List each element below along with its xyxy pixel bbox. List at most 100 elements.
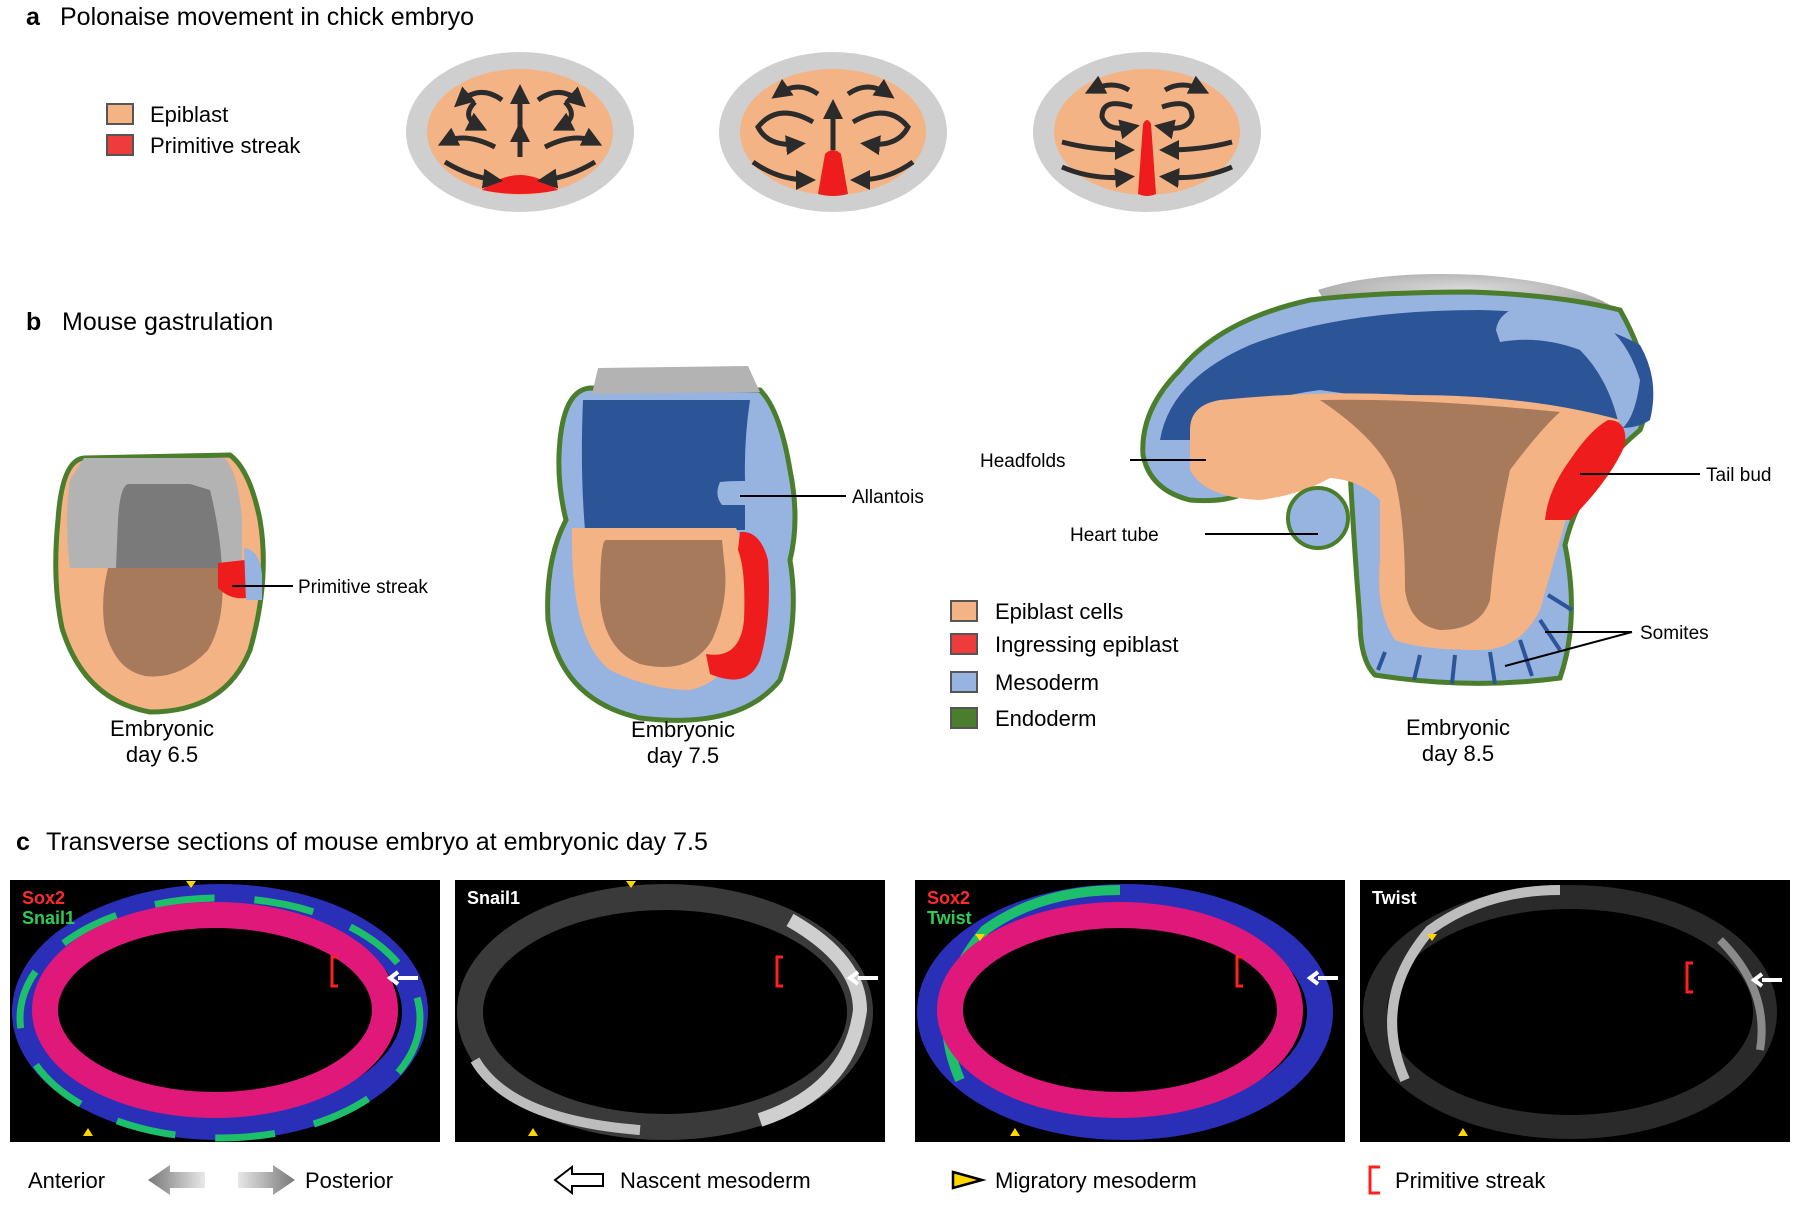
legend-epiblast: Epiblast — [150, 102, 228, 127]
key-nascent-mesoderm: Nascent mesoderm — [620, 1168, 811, 1193]
key-anterior: Anterior — [28, 1168, 105, 1193]
exocoelomic-region — [581, 400, 750, 530]
panel-c-letter: c — [16, 828, 30, 856]
primitive-streak-bracket — [1685, 961, 1693, 994]
label-headfolds: Headfolds — [980, 451, 1066, 472]
epiblast-inner — [103, 568, 223, 677]
image-label-sox2: Sox2 — [927, 888, 970, 908]
sox2-signal — [937, 902, 1303, 1118]
stage-label-line2: day 7.5 — [647, 743, 719, 768]
label-heart-tube: Heart tube — [1070, 525, 1159, 546]
migratory-arrowhead — [1010, 1128, 1020, 1136]
amniotic-space — [1160, 310, 1654, 440]
migratory-arrowhead — [1458, 1128, 1468, 1136]
mesoderm-ring — [917, 884, 1333, 1140]
panel-b-letter: b — [26, 308, 41, 336]
panel-c-key: Anterior Posterior Nascent mesoderm Migr… — [28, 1164, 1546, 1196]
migratory-arrowhead — [186, 881, 196, 888]
legend-swatch-primitive-streak — [106, 134, 134, 156]
nascent-mesoderm-arrow — [1750, 972, 1782, 988]
section-image-sox2-snail1: Sox2 Snail1 — [10, 880, 440, 1142]
legend-swatch-epiblast — [106, 103, 134, 125]
image-label-twist: Twist — [927, 908, 972, 928]
mouse-embryo-e8-5: Headfolds Heart tube Tail bud Somites Em… — [980, 274, 1772, 766]
legend-swatch-mesoderm — [950, 671, 978, 693]
allantois-e8-5 — [1496, 304, 1640, 430]
epiblast-inner — [1320, 399, 1560, 630]
primitive-streak — [1138, 120, 1156, 196]
nascent-mesoderm-arrow — [846, 970, 878, 986]
polonaise-arrows — [751, 78, 915, 190]
panel-a: a Polonaise movement in chick embryo Epi… — [26, 3, 1261, 212]
panel-a-legend: Epiblast Primitive streak — [106, 102, 301, 158]
allantois — [717, 481, 778, 505]
mesoderm-ring — [12, 884, 428, 1140]
twist-signal — [1387, 885, 1561, 1083]
migratory-arrowhead — [626, 881, 636, 888]
snail1-signal — [470, 1057, 641, 1135]
twist-signal — [1717, 937, 1766, 1051]
legend-mesoderm: Mesoderm — [995, 670, 1099, 695]
panel-a-letter: a — [26, 3, 41, 31]
migratory-mesoderm-arrowhead-icon — [951, 1170, 987, 1190]
mouse-embryo-e7-5: Allantois Embryonic day 7.5 — [545, 366, 924, 768]
leader-line — [1504, 631, 1633, 667]
panel-b-legend: Epiblast cells Ingressing epiblast Mesod… — [950, 599, 1178, 731]
chick-embryo-stage-2 — [719, 52, 947, 212]
nascent-mesoderm-arrow — [1306, 970, 1338, 986]
primitive-streak-bracket — [775, 955, 783, 988]
primitive-streak-e7-5 — [706, 531, 769, 680]
legend-swatch-endoderm — [950, 707, 978, 729]
legend-primitive-streak: Primitive streak — [150, 133, 301, 158]
chick-embryo-stage-1 — [406, 52, 634, 212]
panel-b-title: Mouse gastrulation — [62, 308, 273, 336]
legend-endoderm: Endoderm — [995, 706, 1097, 731]
proamniotic-cavity — [116, 484, 222, 568]
primitive-streak-bracket — [330, 955, 338, 988]
migratory-arrowhead — [1427, 934, 1437, 941]
primitive-streak-bracket — [1235, 955, 1243, 988]
epiblast-inner — [600, 540, 726, 667]
sox2-signal — [32, 902, 398, 1118]
primitive-streak — [818, 150, 848, 196]
anterior-arrow-icon — [148, 1165, 205, 1195]
section-image-snail1: Snail1 — [455, 880, 885, 1142]
somites — [1376, 593, 1574, 685]
posterior-arrow-icon — [238, 1165, 295, 1195]
legend-swatch-epiblast-cells — [950, 600, 978, 622]
stage-label-line1: Embryonic — [110, 716, 214, 741]
image-label-snail1: Snail1 — [467, 888, 520, 908]
migratory-arrowhead — [83, 1128, 93, 1136]
migratory-arrowhead — [975, 934, 985, 941]
key-posterior: Posterior — [305, 1168, 393, 1193]
image-label-snail1: Snail1 — [22, 908, 75, 928]
label-tail-bud: Tail bud — [1706, 465, 1772, 486]
image-label-twist: Twist — [1372, 888, 1417, 908]
stage-label-line2: day 6.5 — [126, 742, 198, 767]
extraembryonic-cap — [592, 366, 760, 394]
section-image-twist: Twist — [1360, 880, 1790, 1142]
stage-label-line1: Embryonic — [1406, 715, 1510, 740]
panel-b: b Mouse gastrulation Primitive streak Em… — [26, 274, 1772, 768]
label-somites: Somites — [1640, 623, 1709, 644]
heart-tube — [1286, 486, 1350, 550]
key-migratory-mesoderm: Migratory mesoderm — [995, 1168, 1197, 1193]
snail1-signal — [757, 913, 868, 1127]
legend-ingressing-epiblast: Ingressing epiblast — [995, 632, 1178, 657]
nascent-mesoderm-arrow-icon — [553, 1164, 604, 1196]
primitive-streak-bracket-icon — [1368, 1165, 1380, 1195]
image-label-sox2: Sox2 — [22, 888, 65, 908]
polonaise-arrows — [437, 84, 603, 189]
panel-c: c Transverse sections of mouse embryo at… — [10, 828, 1790, 1196]
nascent-mesoderm-arrow — [386, 970, 418, 986]
section-ring — [1363, 885, 1777, 1139]
label-primitive-streak: Primitive streak — [298, 577, 428, 598]
tail-bud-streak — [1545, 420, 1626, 520]
migratory-arrowhead — [528, 1128, 538, 1136]
panel-a-title: Polonaise movement in chick embryo — [60, 3, 474, 31]
mouse-embryo-e6-5: Primitive streak Embryonic day 6.5 — [53, 452, 428, 767]
snail1-signal — [16, 894, 424, 1142]
stage-label-line1: Embryonic — [631, 717, 735, 742]
chick-embryo-stage-3 — [1033, 52, 1261, 212]
